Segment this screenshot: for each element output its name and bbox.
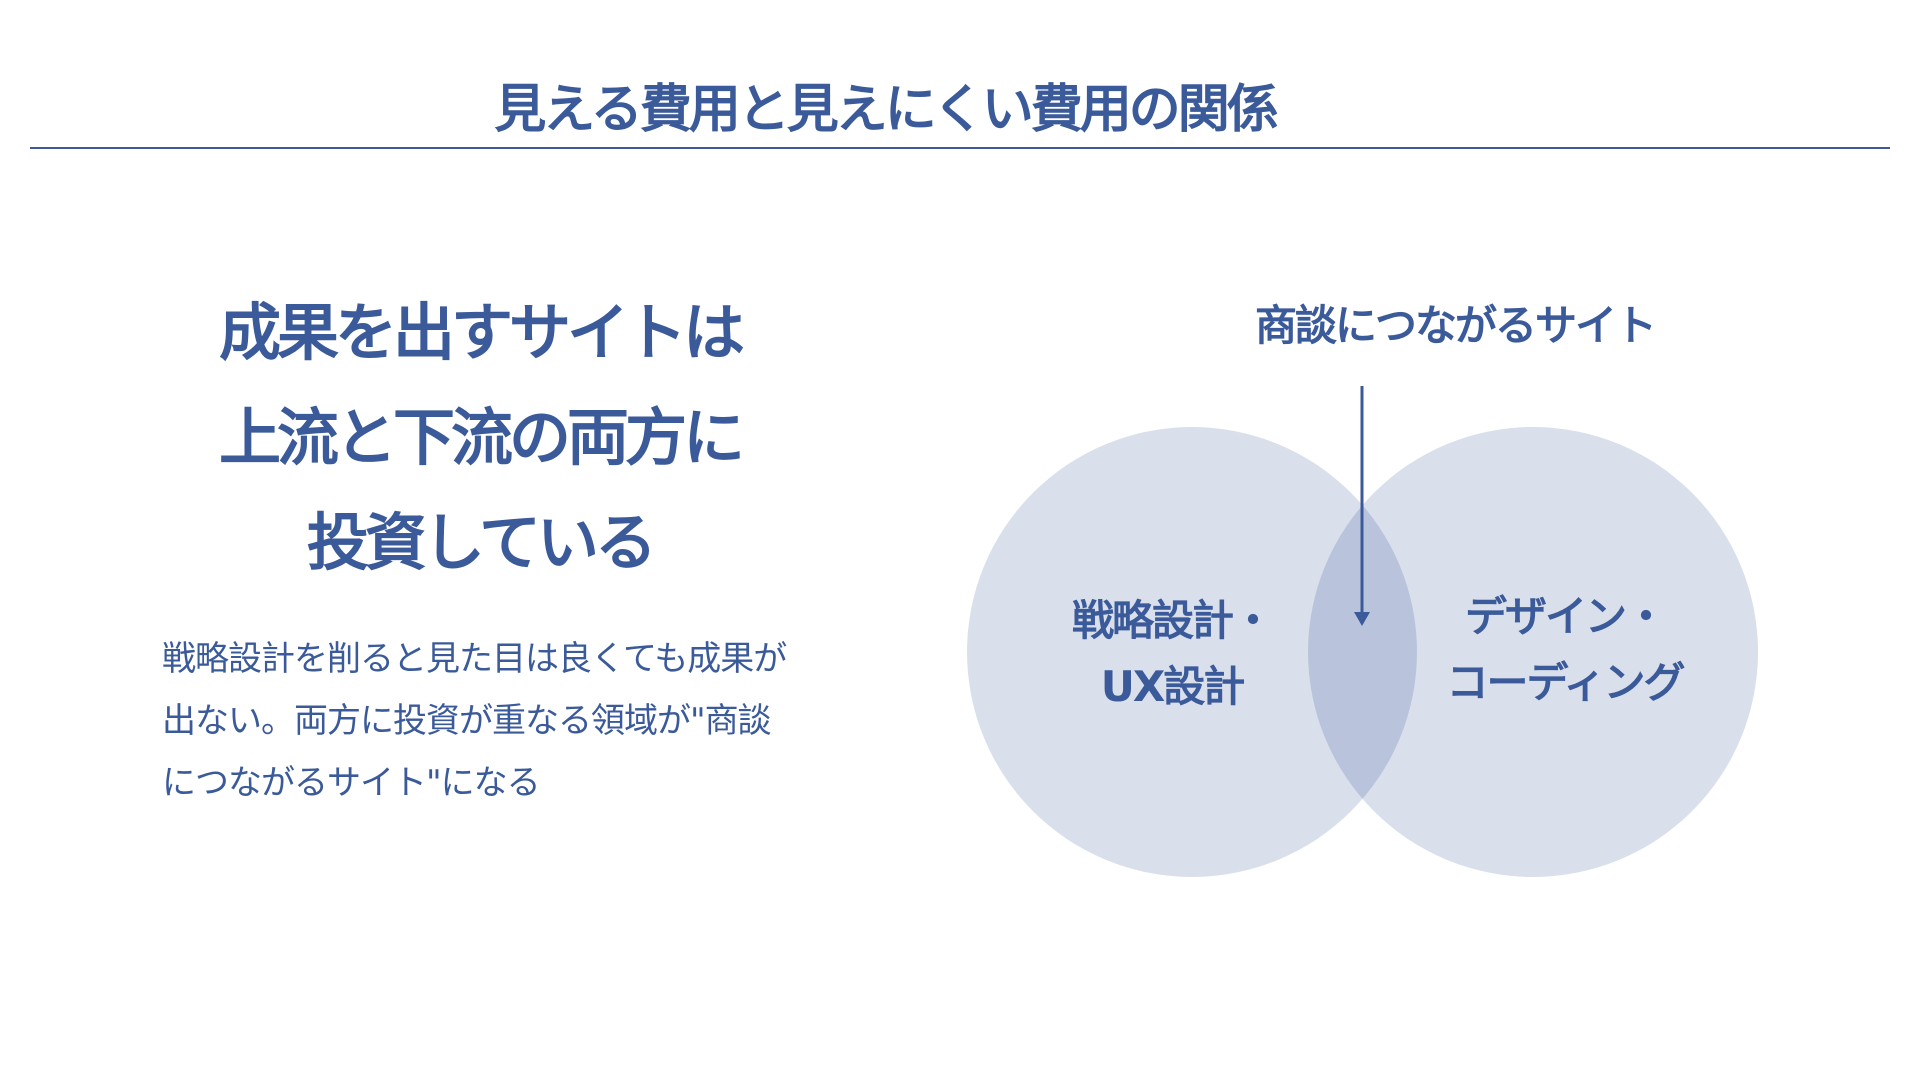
body-line-3: につながるサイト"になる <box>162 763 541 803</box>
body-line-2: 出ない。両方に投資が重なる領域が"商談 <box>162 701 772 741</box>
headline-line-1: 成果を出すサイトは <box>218 296 745 369</box>
left-circle-label: 戦略設計・ UX設計 <box>1042 588 1302 720</box>
title-divider <box>30 147 1890 149</box>
headline-line-3: 投資している <box>306 506 657 579</box>
venn-intersection-label: 商談につながるサイト <box>1254 301 1657 350</box>
headline: 成果を出すサイトは 上流と下流の両方に 投資している <box>150 280 810 595</box>
right-circle-label: デザイン・ コーディング <box>1410 584 1720 716</box>
body-line-1: 戦略設計を削ると見た目は良くても成果が <box>162 639 787 679</box>
arrow-down-icon <box>1354 386 1370 626</box>
left-circle-label-line-2: UX設計 <box>1100 662 1246 711</box>
slide-title: 見える費用と見えにくい費用の関係 <box>494 80 1278 140</box>
left-circle-label-line-1: 戦略設計・ <box>1071 596 1274 645</box>
right-circle-label-line-1: デザイン・ <box>1464 592 1667 641</box>
body-text: 戦略設計を削ると見た目は良くても成果が 出ない。両方に投資が重なる領域が"商談 … <box>162 628 922 814</box>
headline-line-2: 上流と下流の両方に <box>218 401 745 474</box>
right-circle-label-line-2: コーディング <box>1446 658 1685 707</box>
